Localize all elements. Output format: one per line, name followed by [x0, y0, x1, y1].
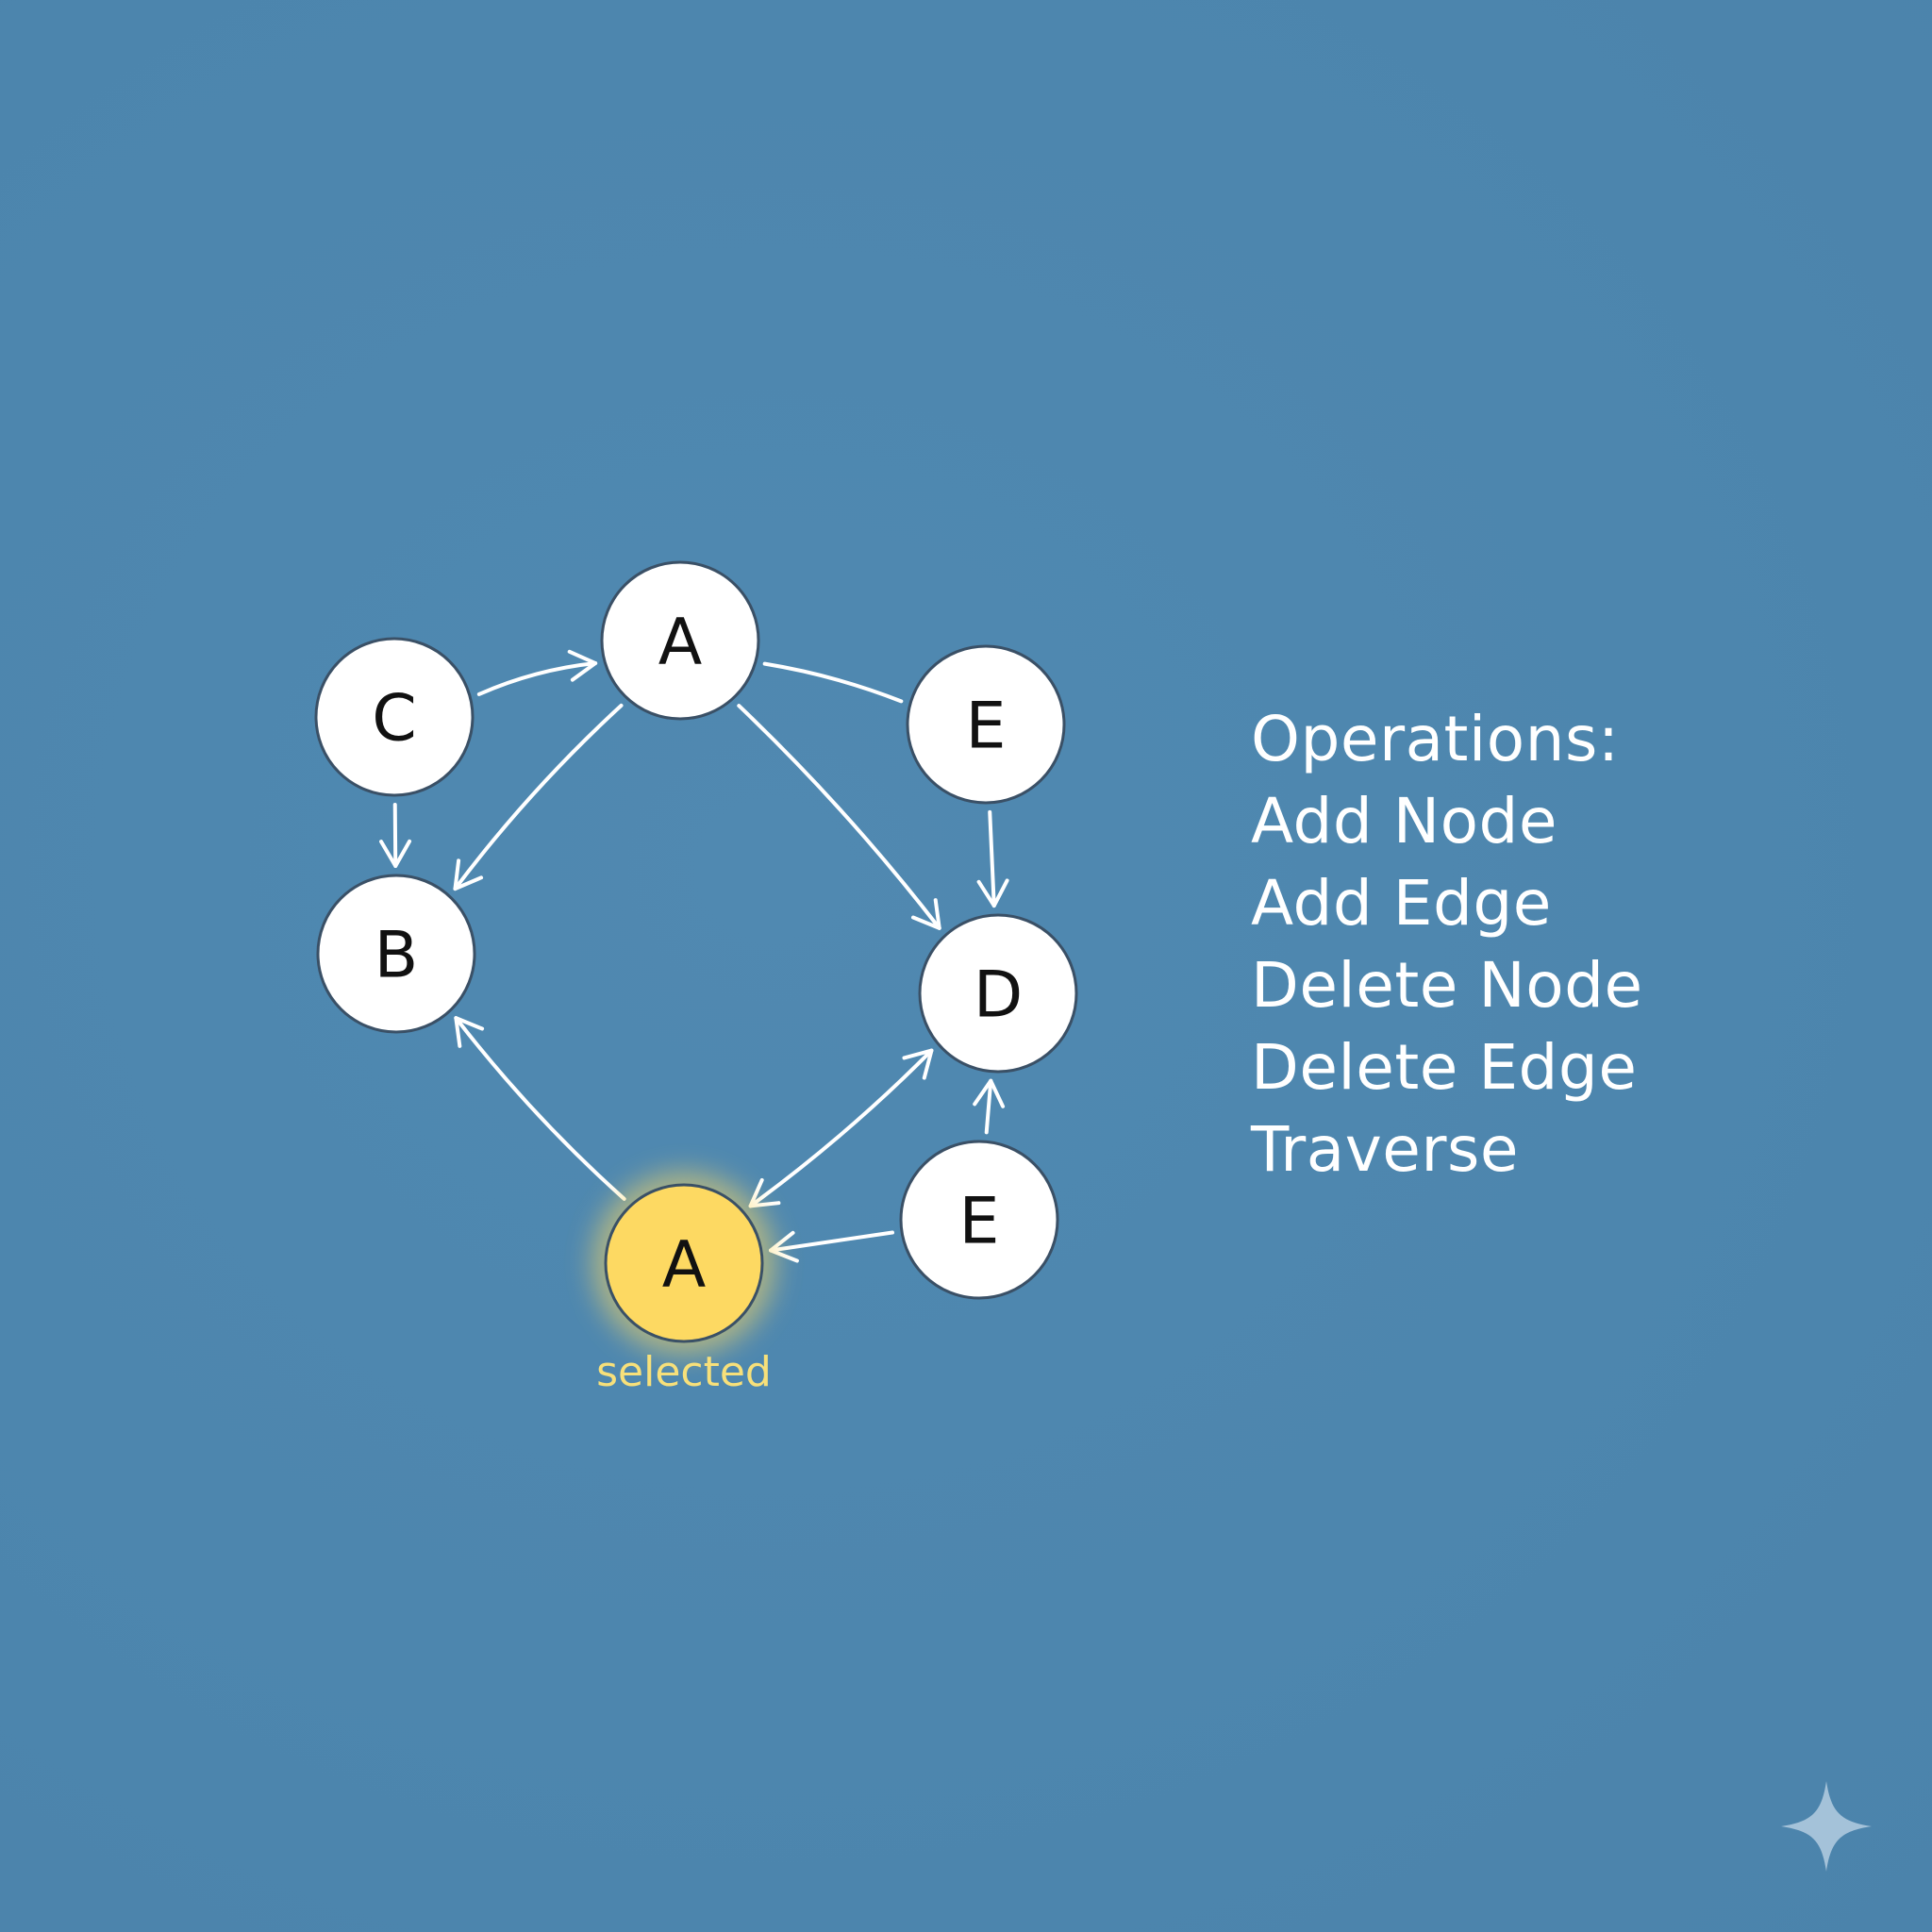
- node-circle[interactable]: [604, 1183, 764, 1343]
- node-circle[interactable]: [906, 644, 1066, 805]
- node-label: E: [959, 1185, 1000, 1259]
- node-circle[interactable]: [316, 874, 476, 1034]
- node-a-top[interactable]: A: [600, 560, 760, 721]
- operations-title: Operations:: [1251, 703, 1620, 775]
- op-delete-node[interactable]: Delete Node: [1251, 949, 1643, 1022]
- node-label: A: [658, 606, 703, 680]
- edge-e_bottom-to-d-arrowhead: [973, 1078, 1006, 1108]
- operations-panel: Operations: Add Node Add Edge Delete Nod…: [1251, 698, 1643, 1191]
- edge-a_top-to-e_top[interactable]: [762, 661, 904, 704]
- node-label: A: [662, 1228, 707, 1303]
- edge-a_top-to-b[interactable]: [453, 703, 624, 891]
- node-c[interactable]: C: [314, 637, 475, 797]
- node-label: B: [375, 919, 419, 993]
- node-circle[interactable]: [600, 560, 760, 721]
- node-label: E: [966, 690, 1007, 764]
- node-b[interactable]: B: [316, 874, 476, 1034]
- edge-c-to-a_top[interactable]: [476, 661, 598, 696]
- edge-a_selected-to-b[interactable]: [454, 1016, 626, 1201]
- edge-a_selected-to-d-arrowhead: [902, 1048, 934, 1080]
- node-d[interactable]: D: [918, 913, 1078, 1074]
- op-traverse[interactable]: Traverse: [1251, 1113, 1519, 1186]
- edge-c-to-a_top-arrowhead: [567, 649, 598, 682]
- edge-a_top-to-b-arrowhead: [453, 858, 484, 891]
- sparkle-icon: [1781, 1781, 1872, 1872]
- op-add-node[interactable]: Add Node: [1251, 785, 1558, 858]
- edge-e_bottom-to-a_selected[interactable]: [769, 1230, 894, 1253]
- node-label: D: [974, 958, 1023, 1033]
- node-e-bottom[interactable]: E: [899, 1140, 1059, 1300]
- edge-c-to-b[interactable]: [392, 802, 398, 869]
- edge-a_selected-to-b-arrowhead: [454, 1016, 485, 1048]
- edge-a_top-to-d[interactable]: [737, 704, 941, 930]
- selected-caption: selected: [596, 1348, 772, 1396]
- edge-c-to-b-arrowhead: [379, 839, 412, 869]
- node-circle[interactable]: [918, 913, 1078, 1074]
- edge-e_top-to-d-arrowhead: [976, 878, 1009, 908]
- op-add-edge[interactable]: Add Edge: [1251, 867, 1552, 940]
- node-circle[interactable]: [314, 637, 475, 797]
- node-circle[interactable]: [899, 1140, 1059, 1300]
- op-delete-edge[interactable]: Delete Edge: [1251, 1031, 1638, 1104]
- node-e-top[interactable]: E: [906, 644, 1066, 805]
- node-label: C: [372, 682, 416, 757]
- edge-e_top-to-d[interactable]: [988, 809, 996, 908]
- edge-a_top-to-d-arrowhead: [910, 898, 941, 930]
- edge-e_bottom-to-d[interactable]: [984, 1078, 993, 1135]
- edge-a_selected-to-d[interactable]: [748, 1048, 934, 1208]
